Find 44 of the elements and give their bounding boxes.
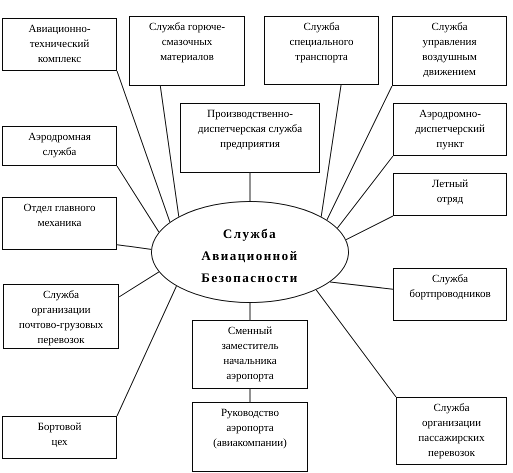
unit-label: Служба управления воздушным движением — [421, 20, 478, 80]
connector-line — [116, 244, 152, 250]
center-label: Служба Авиационной Безопасности — [200, 225, 300, 287]
unit-label: Бортовой цех — [36, 420, 82, 450]
unit-label: Аэродромно-диспетчерский пункт — [414, 107, 486, 152]
unit-box — [192, 320, 308, 389]
connector-line — [346, 216, 394, 240]
connector-line — [316, 289, 396, 398]
unit-label: Служба организации пассажирских перевозок — [417, 401, 486, 461]
unit-box — [180, 103, 320, 173]
connector-line — [320, 84, 342, 218]
unit-label: Летный отряд — [430, 177, 470, 207]
unit-label: Руководство аэропорта (авиакомпании) — [212, 406, 288, 451]
unit-label: Служба специального транспорта — [288, 20, 355, 65]
unit-label: Производственно-диспетчерская служба предприятия — [196, 107, 304, 152]
unit-box — [2, 197, 117, 250]
unit-box — [2, 126, 117, 166]
unit-box — [396, 397, 507, 465]
center-ellipse — [151, 201, 349, 303]
connector-line — [330, 281, 394, 290]
connector-line — [336, 156, 394, 229]
unit-box — [393, 173, 507, 216]
unit-box — [393, 268, 507, 321]
unit-box — [2, 416, 117, 459]
unit-label: Служба организации почтово-грузовых перевозок — [18, 288, 104, 348]
unit-label: Авиационно-технический комплекс — [27, 22, 92, 67]
unit-label: Служба бортпроводников — [408, 272, 492, 302]
unit-box — [264, 16, 379, 85]
unit-label: Служба горюче-смазочных материалов — [148, 20, 226, 65]
connector-line — [118, 271, 160, 298]
unit-box — [3, 284, 119, 349]
unit-label: Отдел главного механика — [22, 201, 96, 231]
unit-box — [129, 16, 245, 86]
connector-line — [116, 286, 177, 416]
connector-line — [116, 166, 160, 233]
unit-label: Аэродромная служба — [27, 130, 92, 160]
connector-line — [116, 70, 170, 223]
connector-line — [160, 86, 180, 218]
unit-box — [392, 16, 507, 86]
unit-box — [2, 18, 117, 71]
connector-line — [326, 86, 392, 220]
unit-label: Сменный заместитель начальника аэропорта — [220, 324, 280, 384]
unit-box — [192, 402, 308, 472]
unit-box — [393, 103, 507, 156]
